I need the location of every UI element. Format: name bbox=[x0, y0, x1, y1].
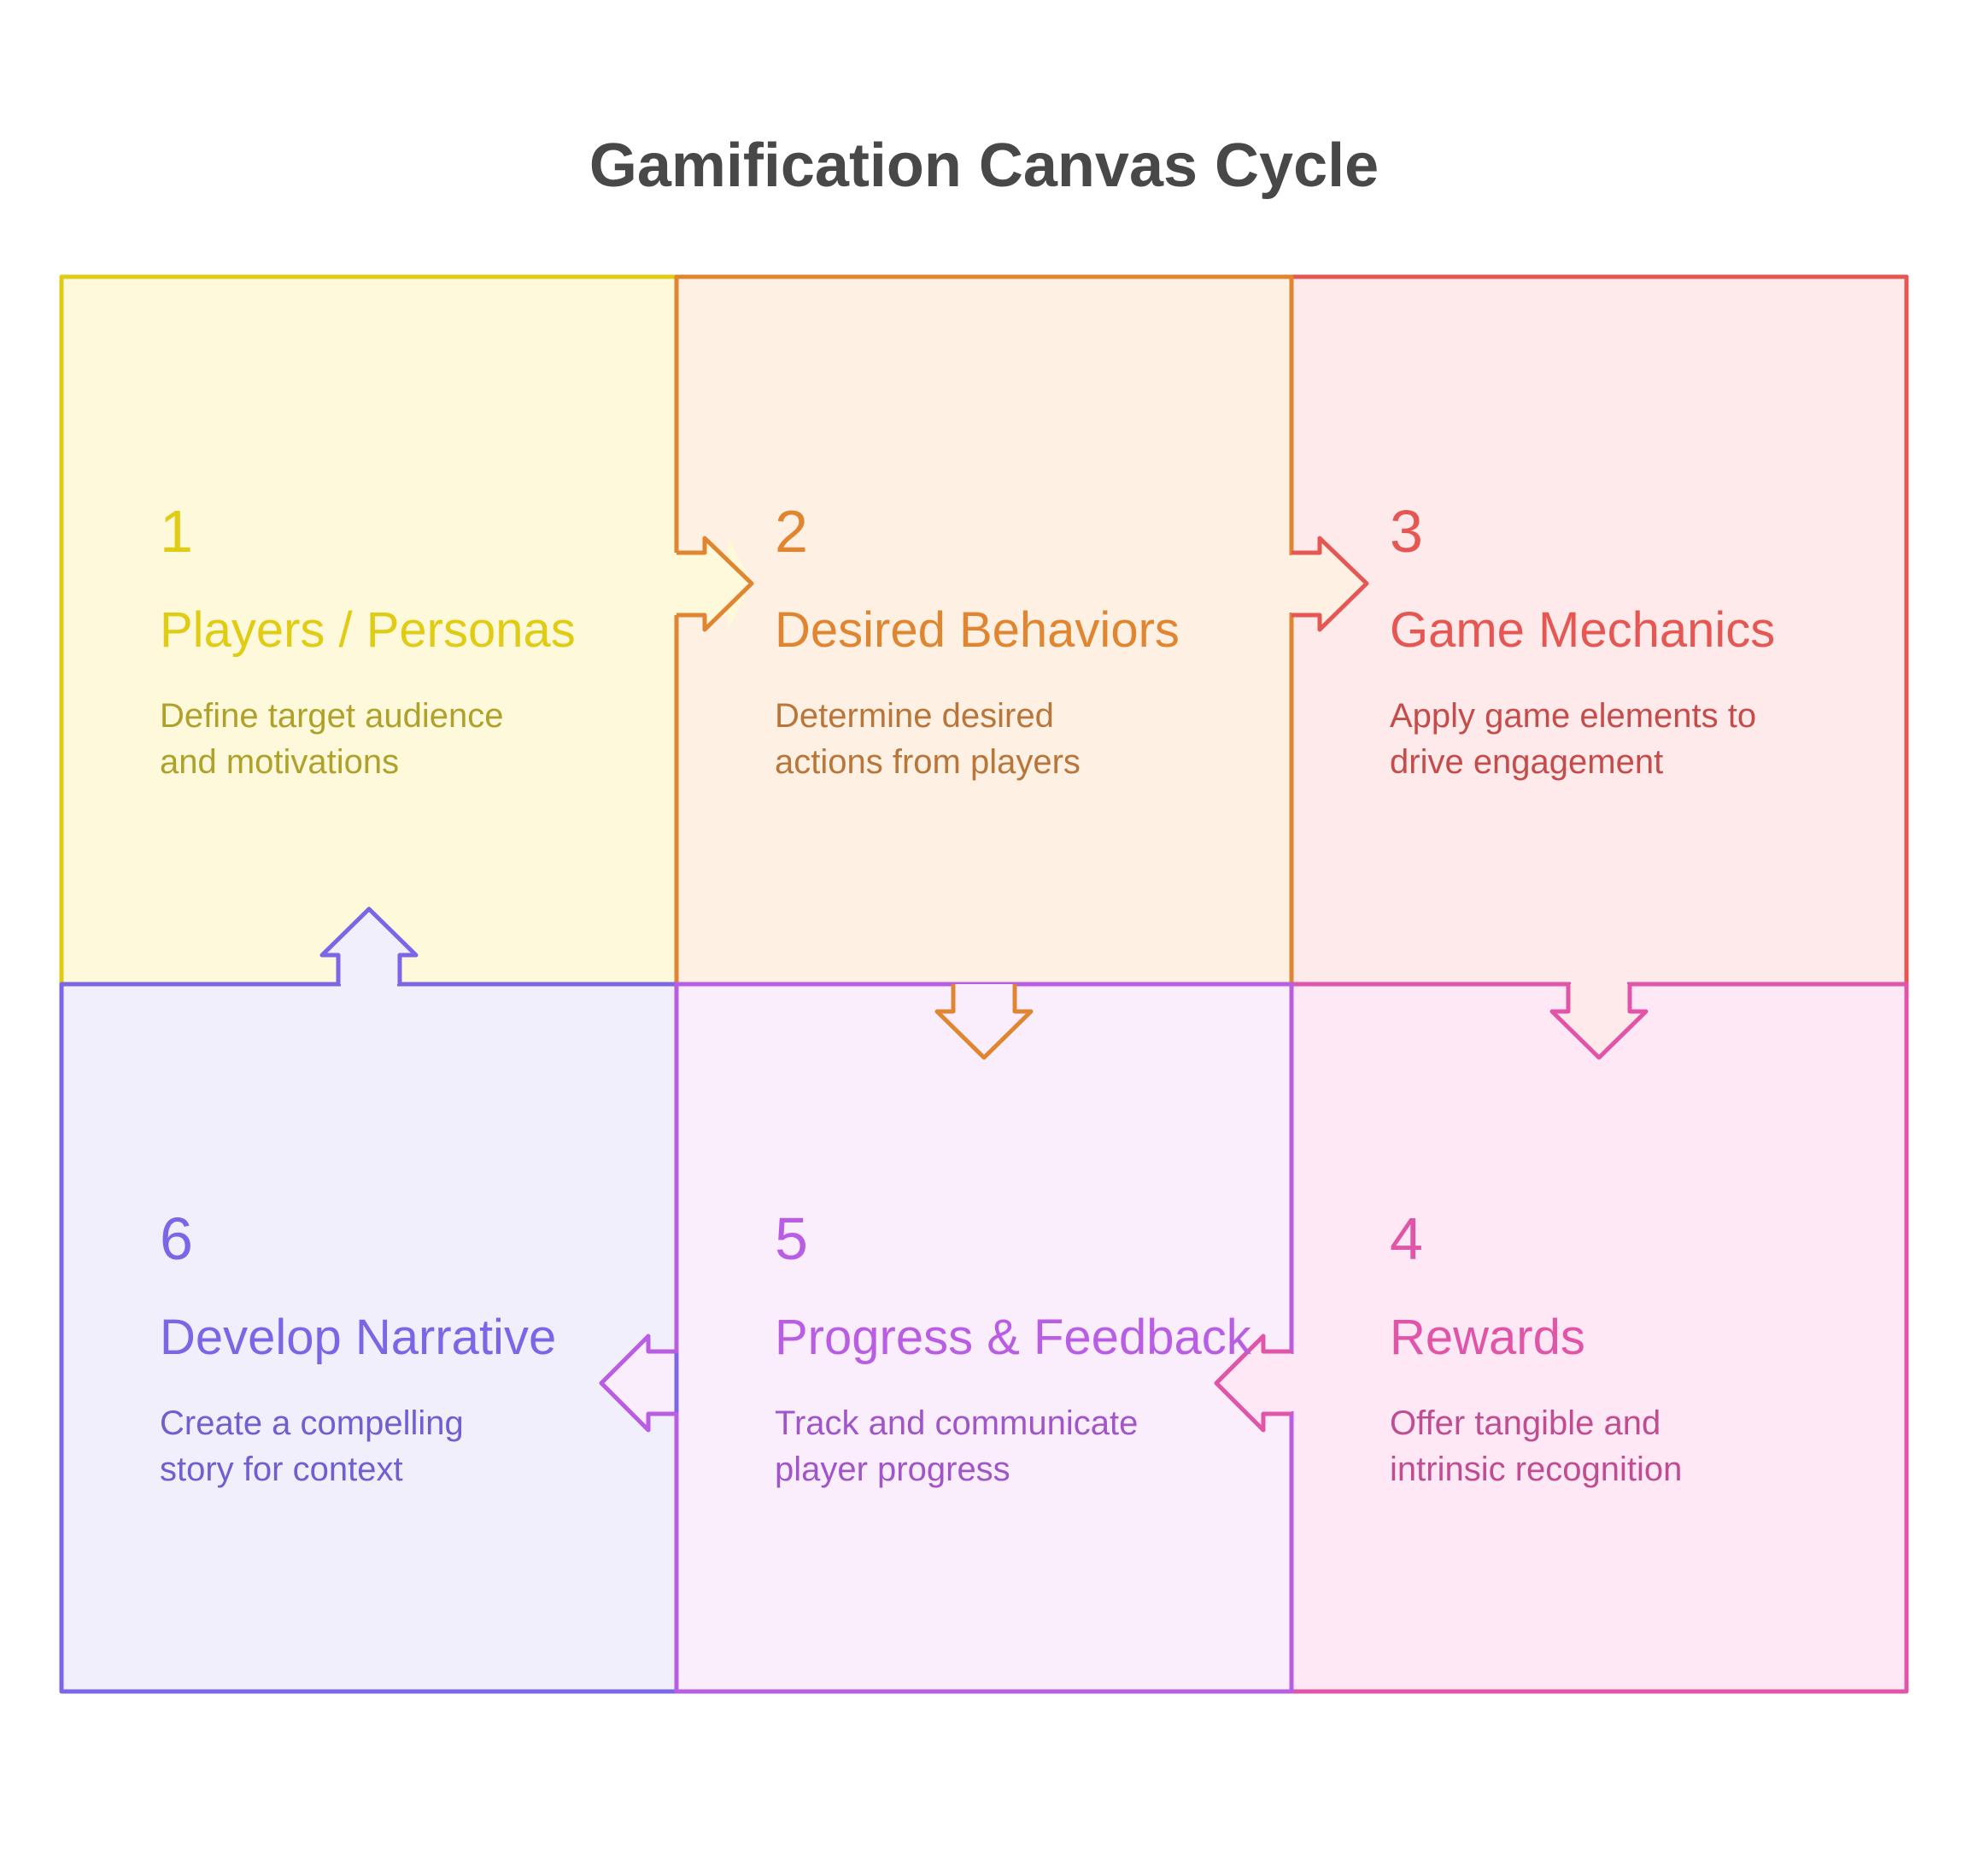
step-description: Create a compelling story for context bbox=[160, 1400, 464, 1492]
step-number: 3 bbox=[1390, 498, 1423, 565]
step-heading: Rewards bbox=[1390, 1310, 1585, 1365]
step-number: 5 bbox=[775, 1205, 808, 1272]
step-description: Track and communicate player progress bbox=[775, 1400, 1138, 1492]
step-number: 6 bbox=[160, 1205, 193, 1272]
step-description-line: story for context bbox=[160, 1451, 403, 1488]
arrow-right-outline-2 bbox=[1292, 536, 1369, 632]
step-description-line: actions from players bbox=[775, 743, 1081, 781]
step-number: 1 bbox=[160, 498, 193, 565]
arrow-up-icon bbox=[319, 906, 419, 984]
cell-2-bg bbox=[676, 277, 1292, 984]
step-description: Offer tangible and intrinsic recognition bbox=[1390, 1400, 1682, 1492]
step-description-line: Define target audience bbox=[160, 697, 504, 735]
step-number: 4 bbox=[1390, 1205, 1423, 1272]
arrow-right-outline bbox=[676, 536, 754, 632]
step-description: Apply game elements to drive engagement bbox=[1390, 693, 1756, 785]
step-heading: Develop Narrative bbox=[160, 1310, 557, 1365]
step-description-line: player progress bbox=[775, 1451, 1010, 1488]
arrow-left-icon-2 bbox=[599, 1334, 676, 1433]
cell-5-bg bbox=[676, 984, 1292, 1691]
step-heading: Desired Behaviors bbox=[775, 602, 1180, 658]
cell-6-bg bbox=[62, 984, 676, 1691]
step-description-line: Track and communicate bbox=[775, 1404, 1139, 1442]
step-description-line: Offer tangible and bbox=[1390, 1404, 1661, 1442]
step-description: Define target audience and motivations bbox=[160, 693, 504, 785]
step-description-line: Create a compelling bbox=[160, 1404, 464, 1442]
arrow-down-icon-2 bbox=[1549, 984, 1649, 1060]
step-description-line: Determine desired bbox=[775, 697, 1054, 735]
arrow-left-icon bbox=[1214, 1334, 1292, 1433]
step-heading: Progress & Feedback bbox=[775, 1310, 1251, 1365]
diagram-title: Gamification Canvas Cycle bbox=[589, 132, 1379, 200]
step-description-line: intrinsic recognition bbox=[1390, 1451, 1683, 1488]
cell-3-bg bbox=[1292, 277, 1906, 984]
step-heading: Game Mechanics bbox=[1390, 602, 1776, 658]
step-description-line: drive engagement bbox=[1390, 743, 1664, 781]
step-description-line: and motivations bbox=[160, 743, 400, 781]
cell-4-bg bbox=[1292, 984, 1906, 1691]
arrow-down-icon bbox=[934, 984, 1034, 1060]
step-number: 2 bbox=[775, 498, 808, 565]
step-description: Determine desired actions from players bbox=[775, 693, 1081, 785]
cell-1-bg bbox=[62, 277, 676, 984]
step-heading: Players / Personas bbox=[160, 602, 576, 658]
step-description-line: Apply game elements to bbox=[1390, 697, 1757, 735]
